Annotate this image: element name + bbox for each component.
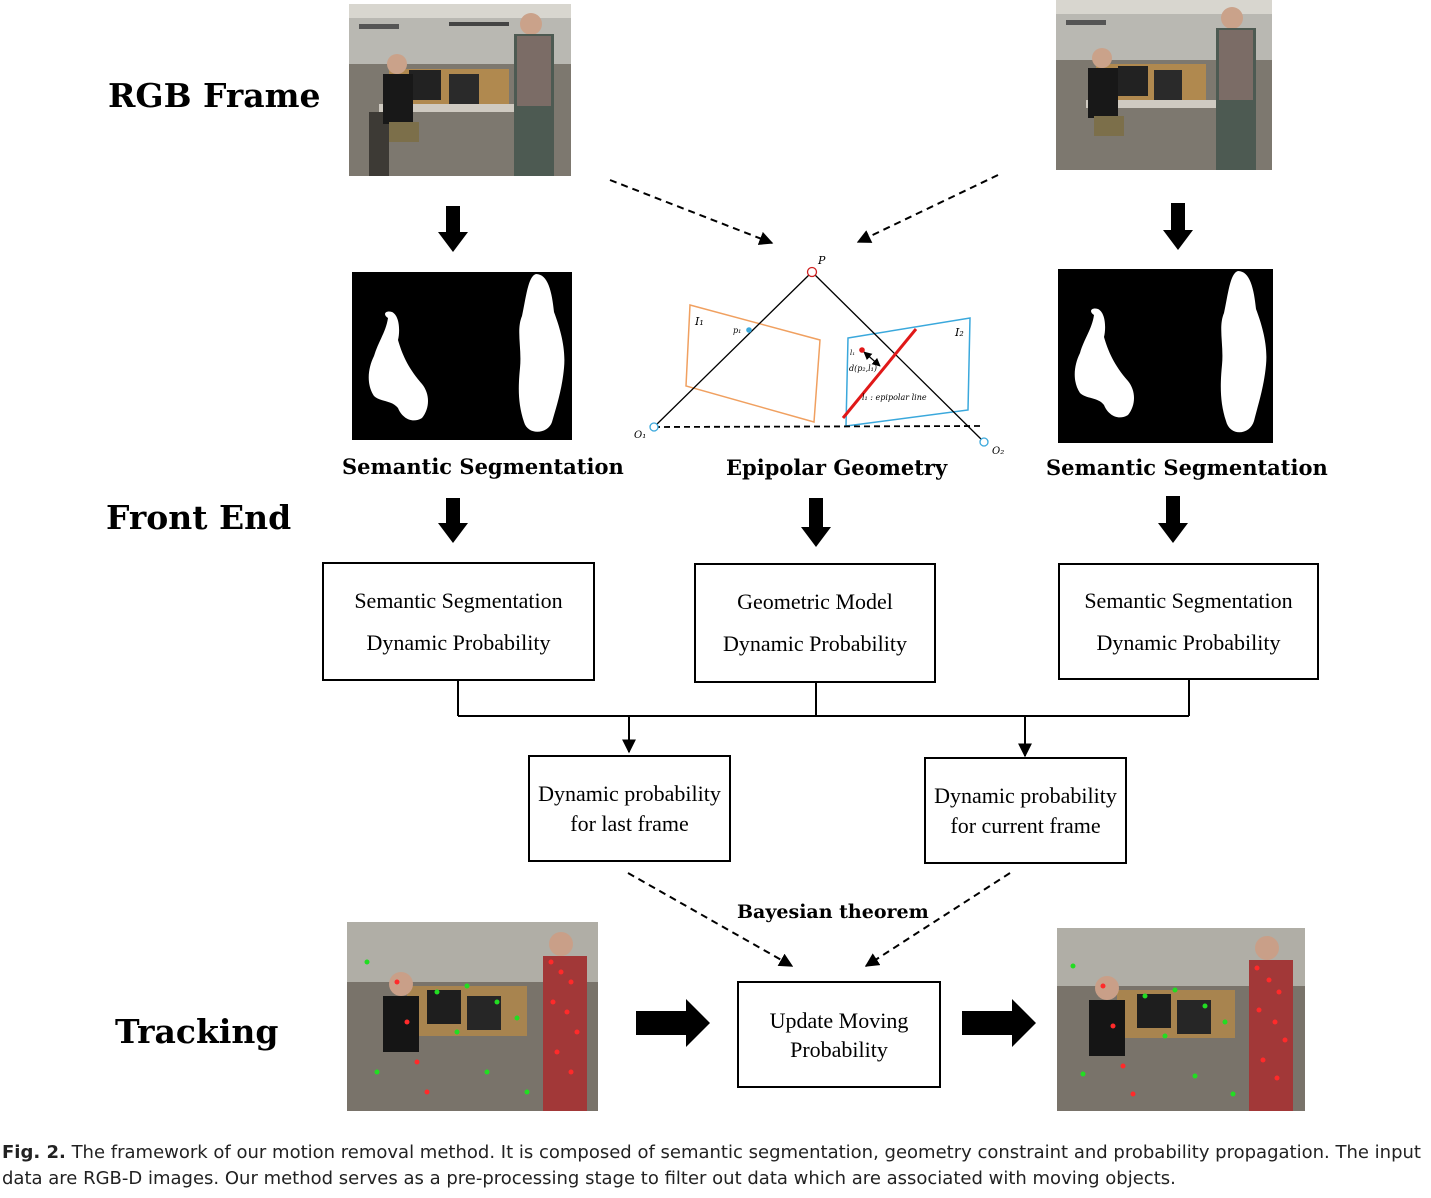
label-O1: O₁ (634, 430, 646, 441)
box-line: Dynamic Probability (1096, 629, 1281, 655)
image-plane-right (845, 317, 971, 427)
box-line: Update Moving (769, 1007, 909, 1033)
image-plane-left (685, 304, 821, 423)
figure-caption: Fig. 2. The framework of our motion remo… (2, 1140, 1427, 1192)
down-arrow-icon (801, 498, 831, 547)
caption-epipolar-geometry: Epipolar Geometry (726, 455, 948, 480)
epipolar-diagram: P I₁ I₂ p₁ l₁ d(p₂,l₁) l₁ : epipolar lin… (634, 254, 1004, 457)
camera-center-O1 (649, 422, 659, 432)
segmentation-mask-right (1058, 269, 1273, 443)
caption-bayesian-theorem: Bayesian theorem (737, 901, 929, 923)
row-label-rgb-frame: RGB Frame (108, 76, 321, 115)
down-arrow-icon (438, 206, 468, 252)
rgb-frame-image-left (349, 4, 571, 176)
label-p1: p₁ (733, 326, 741, 335)
camera-center-O2 (979, 437, 989, 447)
box-semantic-dynamic-probability-right: Semantic Segmentation Dynamic Probabilit… (1058, 563, 1319, 680)
box-line: Dynamic Probability (366, 629, 551, 655)
label-l1: l₁ (850, 349, 855, 357)
tracking-features-icon (347, 922, 598, 1111)
rgb-frame-image-right (1056, 0, 1272, 170)
segmentation-mask-left (352, 272, 572, 440)
box-line: Semantic Segmentation (354, 587, 563, 613)
row-label-front-end: Front End (106, 498, 292, 537)
office-scene-icon (349, 4, 571, 176)
box-current-frame-probability: Dynamic probability for current frame (924, 757, 1127, 864)
office-scene-icon (1056, 0, 1272, 170)
caption-semantic-segmentation-right: Semantic Segmentation (1046, 455, 1328, 480)
label-O2: O₂ (992, 446, 1004, 457)
box-last-frame-probability: Dynamic probability for last frame (528, 755, 731, 862)
box-geometric-dynamic-probability: Geometric Model Dynamic Probability (694, 563, 936, 683)
tracking-image-right (1057, 928, 1305, 1111)
segmentation-mask-icon (1074, 271, 1267, 433)
row-label-tracking: Tracking (115, 1012, 279, 1051)
point-P (806, 266, 818, 278)
label-distance: d(p₂,l₁) (849, 364, 877, 373)
tracking-image-left (347, 922, 598, 1111)
label-epipolar-line: l₁ : epipolar line (862, 393, 927, 402)
figure-number: Fig. 2. (2, 1142, 66, 1163)
box-line: Dynamic probability (538, 780, 721, 806)
down-arrow-icon (1158, 496, 1188, 543)
tracking-features-icon (1057, 928, 1305, 1111)
segmentation-mask-icon (368, 274, 565, 432)
epipolar-line (841, 328, 918, 419)
label-I1: I₁ (694, 315, 704, 328)
down-arrow-icon (438, 498, 468, 543)
box-line: for current frame (950, 812, 1101, 838)
box-semantic-dynamic-probability-left: Semantic Segmentation Dynamic Probabilit… (322, 562, 595, 681)
right-arrow-icon (962, 999, 1036, 1047)
figure-caption-text: The framework of our motion removal meth… (2, 1142, 1421, 1189)
box-update-moving-probability: Update Moving Probability (737, 981, 941, 1088)
label-P: P (817, 254, 826, 267)
right-arrow-icon (636, 999, 710, 1047)
dashed-arrow (856, 174, 999, 243)
label-I2: I₂ (954, 326, 964, 339)
box-line: Semantic Segmentation (1084, 587, 1293, 613)
box-line: Geometric Model (737, 589, 893, 614)
box-line: Probability (790, 1036, 888, 1062)
point-p2 (859, 347, 865, 353)
box-line: Dynamic Probability (723, 631, 907, 656)
box-line: for last frame (570, 810, 689, 836)
caption-semantic-segmentation-left: Semantic Segmentation (342, 454, 624, 479)
point-p1 (746, 327, 752, 333)
dashed-arrow (609, 179, 774, 245)
down-arrow-icon (1163, 203, 1193, 250)
box-line: Dynamic probability (934, 782, 1117, 808)
